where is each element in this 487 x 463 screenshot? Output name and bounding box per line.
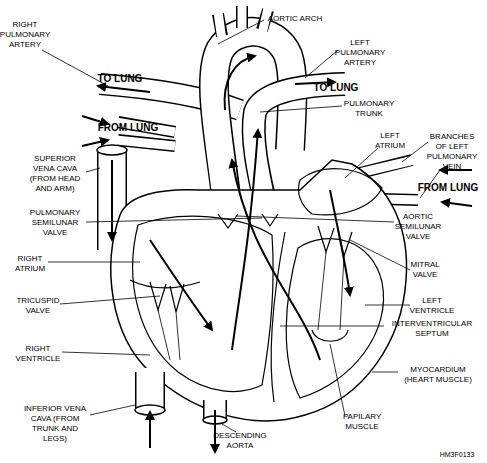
part-label: PULMONARY TRUNK [344, 99, 394, 119]
part-label: BRANCHES OF LEFT PULMONARY VEIN [425, 132, 480, 172]
part-label: LEFT PULMONARY ARTERY [335, 38, 385, 68]
part-label: HM3F0133 [440, 450, 475, 460]
part-label: RIGHT VENTRICLE [16, 344, 61, 364]
flow-arrow [149, 412, 151, 448]
flow-arrow [98, 86, 150, 92]
right-chamber-wall [133, 216, 273, 391]
part-label: DESCENDING AORTA [213, 431, 266, 451]
pulmonary-valve-cusps [262, 214, 278, 226]
aortic-valve-cusps [218, 214, 238, 228]
flow-arrow [82, 140, 108, 146]
part-label: MITRAL VALVE [410, 260, 439, 280]
chordae-tendineae [158, 310, 180, 360]
part-label: TO LUNG [314, 82, 359, 94]
leader-line [48, 262, 140, 263]
part-label: LEFT VENTRICLE [410, 296, 455, 316]
vena-cava-fill [137, 368, 164, 410]
tricuspid-leaflets [150, 282, 184, 312]
chordae-tendineae [318, 252, 344, 330]
lower-vessels [135, 368, 227, 424]
leader-lines [42, 20, 440, 432]
leader-line [330, 344, 345, 416]
flow-arrows [82, 56, 472, 452]
leader-line [280, 326, 384, 327]
leader-line [62, 352, 150, 355]
leader-line [222, 424, 236, 432]
leader-line [86, 218, 262, 222]
leader-line [90, 405, 135, 415]
flow-arrow [232, 130, 258, 350]
leader-line [345, 148, 378, 178]
septum-line [271, 232, 285, 402]
leader-line [365, 305, 410, 306]
part-label: TO LUNG [98, 73, 143, 85]
part-label: LEFT ATRIUM [375, 131, 405, 151]
part-label: INTERVENTRICULAR SEPTUM [392, 319, 472, 339]
leader-line [305, 50, 338, 78]
heart-body [111, 160, 407, 421]
part-label: FROM LUNG [98, 122, 159, 134]
pulmonary-vein-fill [116, 140, 175, 146]
part-label: MYOCARDIUM (HEART MUSCLE) [398, 365, 478, 385]
heart-outline [111, 160, 407, 421]
leader-line [218, 20, 264, 44]
part-label: RIGHT ATRIUM [15, 254, 45, 274]
flow-arrow [111, 160, 113, 240]
flow-arrow [225, 56, 255, 110]
part-label: TRICUSPID VALVE [16, 296, 59, 316]
leader-line [236, 216, 394, 222]
part-label: PULMONARY SEMILUNAR VALVE [30, 208, 80, 238]
part-label: PAPILARY MUSCLE [343, 412, 381, 432]
leader-line [350, 240, 410, 270]
flow-arrow [442, 202, 472, 206]
part-label: AORTIC ARCH [268, 14, 323, 24]
left-atrium-wall [299, 169, 383, 215]
part-label: FROM LUNG [418, 182, 479, 194]
part-label: SUPERIOR VENA CAVA (FROM HEAD AND ARM) [26, 154, 84, 194]
leader-line [372, 372, 398, 373]
part-label: AORTIC SEMILUNAR VALVE [395, 212, 442, 242]
vessel-opening [97, 145, 127, 155]
papillary-muscle [312, 330, 348, 341]
leader-line [402, 142, 428, 162]
flow-arrow [330, 190, 350, 295]
flow-arrow [150, 240, 212, 330]
leader-line [86, 168, 100, 172]
leader-line [60, 296, 160, 304]
flow-arrow [232, 160, 320, 360]
mitral-leaflets [318, 226, 352, 256]
part-label: RIGHT PULMONARY ARTERY [0, 20, 50, 50]
part-label: INFERIOR VENA CAVA (FROM TRUNK AND LEGS) [19, 404, 91, 444]
leader-line [260, 106, 342, 112]
